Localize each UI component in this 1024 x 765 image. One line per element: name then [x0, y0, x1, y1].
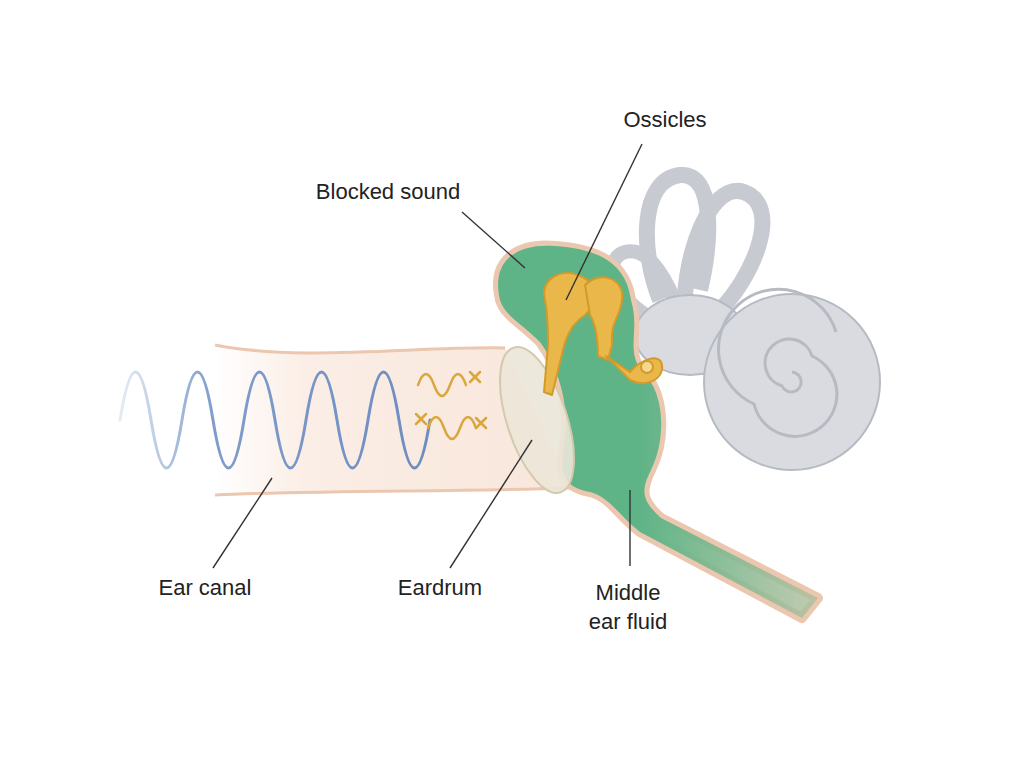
part-label: Blocked sound: [316, 178, 460, 207]
part-label: Middle ear fluid: [580, 579, 676, 636]
leader-line: [213, 144, 642, 568]
part-label: Eardrum: [398, 574, 482, 603]
ossicles: [544, 273, 662, 395]
ear-canal-wall: [215, 488, 570, 495]
part-label: Ossicles: [623, 106, 706, 135]
ear-canal-wall: [215, 345, 505, 353]
sound-wave: [120, 372, 430, 468]
part-label: Ear canal: [159, 574, 252, 603]
blocked-sound-wave: [416, 372, 486, 439]
eardrum: [485, 338, 589, 501]
